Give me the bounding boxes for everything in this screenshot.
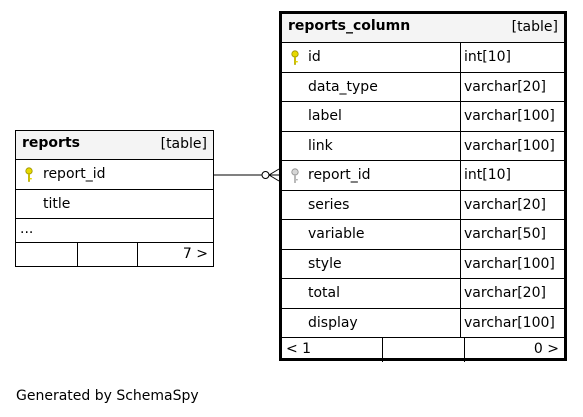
column-divider: [460, 131, 461, 160]
column-type: int[10]: [464, 167, 511, 183]
reports-column-footer-row: < 1 0 >: [282, 338, 564, 362]
column-divider: [460, 43, 461, 72]
column-row-total[interactable]: total varchar[20]: [282, 279, 564, 309]
column-row-id[interactable]: id int[10]: [282, 43, 564, 73]
column-name: total: [308, 285, 341, 301]
table-name[interactable]: reports_column: [288, 18, 411, 34]
column-type: varchar[50]: [464, 226, 546, 242]
column-name: display: [308, 314, 358, 331]
column-row-label[interactable]: label varchar[100]: [282, 102, 564, 132]
reports-column-table[interactable]: reports_column [table] id int[10] data_t…: [279, 11, 567, 362]
column-row-data-type[interactable]: data_type varchar[20]: [282, 72, 564, 102]
column-name: data_type: [308, 78, 378, 95]
column-type: varchar[20]: [464, 78, 546, 95]
parents-count-link[interactable]: < 1: [286, 341, 312, 357]
reports-column-table-header[interactable]: reports_column [table]: [282, 14, 564, 43]
column-name: label: [308, 108, 342, 124]
column-divider: [460, 279, 461, 308]
generated-by-text: Generated by SchemaSpy: [16, 388, 199, 404]
footer-divider: [382, 338, 383, 362]
column-divider: [460, 161, 461, 190]
children-count-link[interactable]: 7 >: [182, 246, 208, 262]
footer-divider: [137, 243, 138, 267]
column-divider: [460, 220, 461, 249]
column-type: varchar[100]: [464, 314, 555, 331]
column-type: int[10]: [464, 49, 511, 65]
column-divider: [460, 102, 461, 131]
table-type-label: [table]: [160, 136, 207, 152]
column-name: variable: [308, 226, 365, 242]
table-name[interactable]: reports: [22, 135, 80, 151]
column-name: link: [308, 137, 333, 154]
column-type: varchar[20]: [464, 285, 546, 301]
primary-key-icon: [24, 167, 36, 183]
column-row-display[interactable]: display varchar[100]: [282, 308, 564, 338]
column-divider: [460, 249, 461, 278]
column-name: series: [308, 196, 350, 213]
reports-table[interactable]: reports [table] report_id title ... 7 >: [15, 130, 214, 267]
column-type: varchar[100]: [464, 137, 555, 154]
column-row-series[interactable]: series varchar[20]: [282, 190, 564, 220]
foreign-key-icon: [290, 168, 302, 184]
children-count-link[interactable]: 0 >: [533, 341, 559, 357]
column-type: varchar[100]: [464, 108, 555, 124]
column-type: varchar[100]: [464, 255, 555, 272]
footer-divider: [77, 243, 78, 267]
column-row-variable[interactable]: variable varchar[50]: [282, 220, 564, 250]
table-type-label: [table]: [511, 19, 558, 35]
column-name: report_id: [308, 167, 371, 183]
column-row-link[interactable]: link varchar[100]: [282, 131, 564, 161]
more-columns-row: ...: [16, 219, 213, 243]
column-divider: [460, 190, 461, 219]
column-name: report_id: [43, 166, 106, 182]
footer-divider: [464, 338, 465, 362]
column-row-report-id[interactable]: report_id int[10]: [282, 161, 564, 191]
reports-footer-row: 7 >: [16, 243, 213, 267]
column-name: id: [308, 49, 321, 65]
ellipsis-text: ...: [20, 221, 34, 237]
column-divider: [460, 72, 461, 101]
column-divider: [460, 308, 461, 337]
relationship-crowfoot-top: [268, 168, 280, 176]
relationship-zero-marker: [261, 171, 270, 179]
column-name: title: [43, 195, 71, 212]
relationship-crowfoot-bottom: [268, 174, 280, 182]
column-row-style[interactable]: style varchar[100]: [282, 249, 564, 279]
reports-table-header[interactable]: reports [table]: [16, 131, 213, 160]
primary-key-icon: [290, 50, 302, 66]
column-row-report-id[interactable]: report_id: [16, 160, 213, 190]
column-name: style: [308, 255, 342, 272]
column-row-title[interactable]: title: [16, 190, 213, 219]
column-type: varchar[20]: [464, 196, 546, 213]
